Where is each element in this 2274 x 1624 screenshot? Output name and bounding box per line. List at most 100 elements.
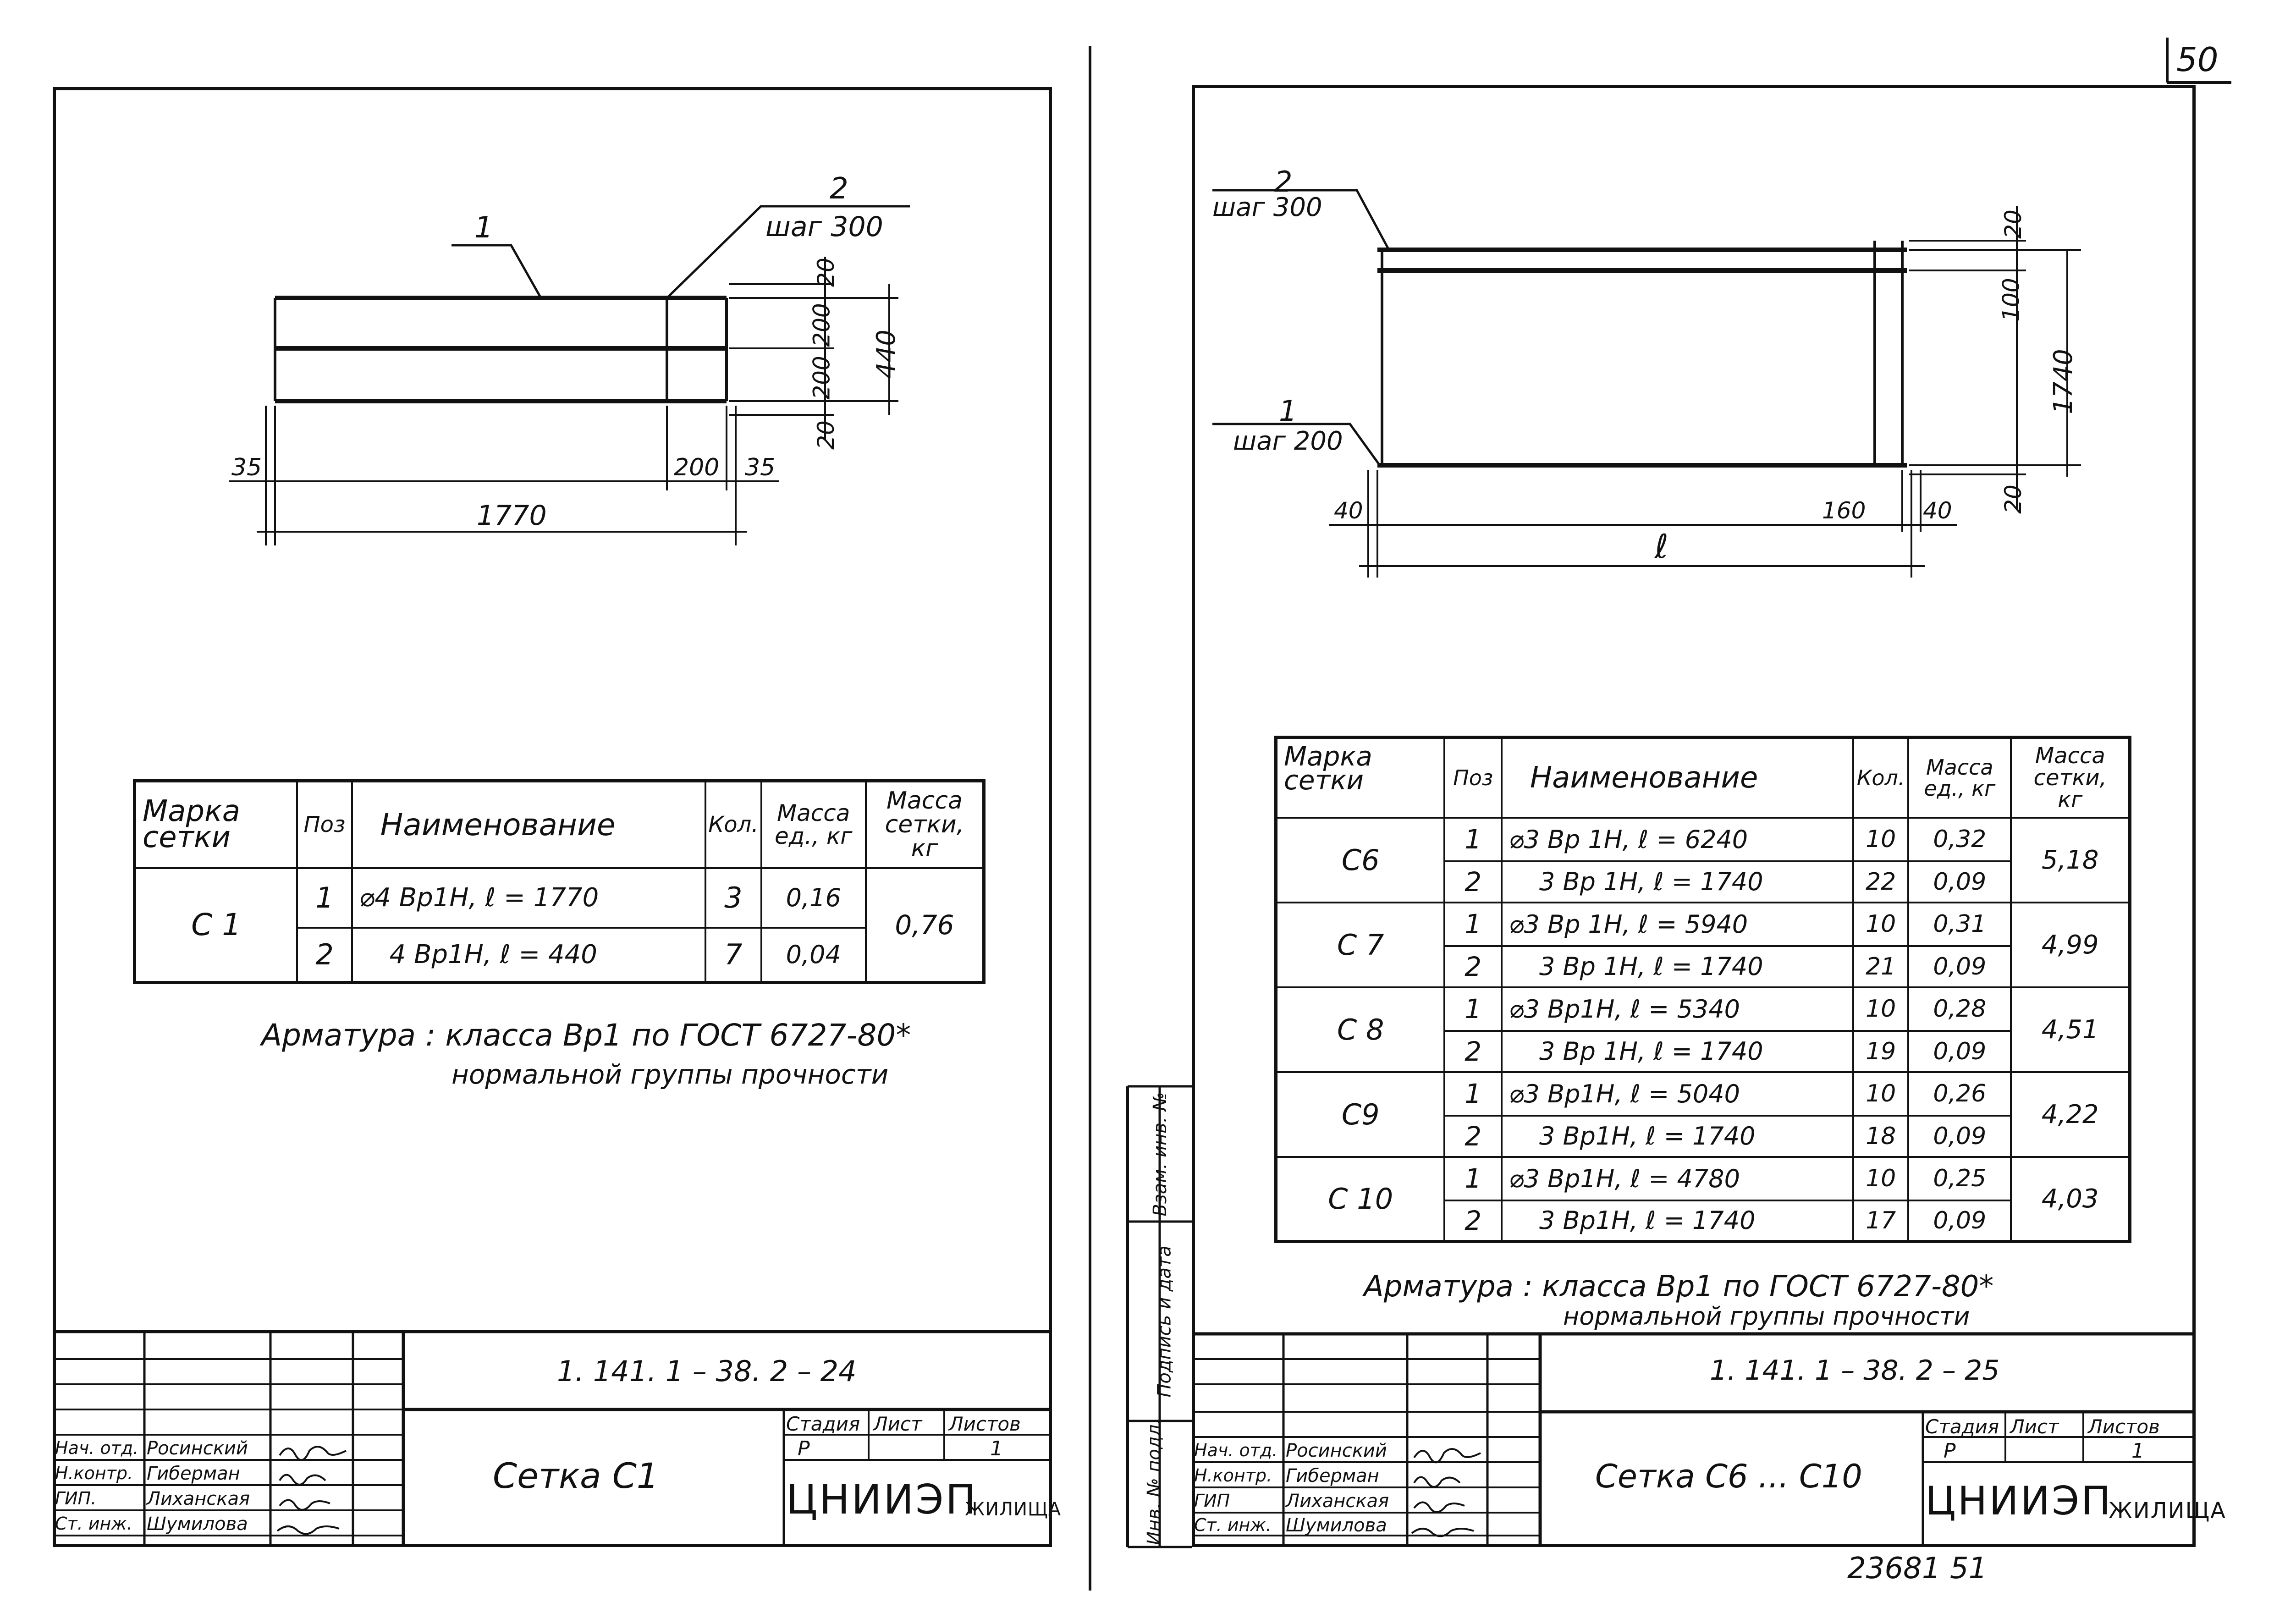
left-sheets-label: Листов [949,1413,1021,1435]
right-row-qty: 10 [1852,1156,1910,1201]
right-sheets-label: Листов [2088,1415,2160,1438]
right-row-unit-mass: 0,09 [1907,1114,2012,1158]
right-row-name: ⌀3 Вр1Н, ℓ = 5040 [1501,1071,1855,1117]
right-row-qty: 17 [1852,1199,1910,1243]
right-row-pos: 2 [1443,1199,1503,1243]
left-row-pos: 1 [296,867,353,929]
right-row-name: 3 Вр1Н, ℓ = 1740 [1501,1199,1855,1243]
left-role-3: ГИП. [55,1488,97,1508]
right-role-3: ГИП [1194,1491,1230,1511]
left-dim-35-right: 35 [745,454,776,481]
right-row-name: 3 Вр1Н, ℓ = 1740 [1501,1114,1855,1158]
right-role-1: Нач. отд. [1194,1440,1278,1460]
right-rebar-note-2: нормальной группы прочности [1563,1302,1970,1331]
left-rebar-note-2: нормальной группы прочности [451,1059,889,1090]
right-name-3: Лиханская [1286,1491,1389,1512]
right-th-mark: Марка сетки [1275,736,1446,819]
right-bar1-label: 1 [1279,394,1297,428]
right-row-unit-mass: 0,31 [1907,901,2012,947]
right-row-pos: 2 [1443,945,1503,988]
right-row-mark: С 10 [1275,1156,1446,1243]
right-row-pos: 1 [1443,1156,1503,1201]
left-name-3: Лиханская [147,1488,250,1509]
right-row-qty: 21 [1852,945,1910,988]
left-name-2: Гиберман [147,1463,240,1484]
right-th-unit-mass: Масса ед., кг [1907,736,2012,819]
right-row-unit-mass: 0,26 [1907,1071,2012,1117]
right-row-total-mass: 4,99 [2010,901,2131,988]
left-row-unit-mass: 0,16 [760,867,867,929]
page-number: 50 [2176,40,2219,79]
right-row-mark: С 8 [1275,986,1446,1073]
right-row-unit-mass: 0,09 [1907,1199,2012,1243]
left-row-qty: 7 [705,926,762,984]
left-sheets-value: 1 [990,1437,1003,1460]
right-dim-40-right: 40 [1923,497,1952,524]
right-spec-table: Марка сетки Поз Наименование Кол. Масса … [1274,736,2131,1243]
left-row-total-mass: 0,76 [864,867,985,984]
right-row-qty: 10 [1852,901,1910,947]
right-row-qty: 10 [1852,816,1910,862]
right-bar2-step: шаг 300 [1212,193,1322,222]
left-th-mark: Марка сетки [133,780,298,869]
left-th-qty: Кол. [705,780,762,869]
left-rebar-note: Арматура : класса Вр1 по ГОСТ 6727-80* [261,1018,911,1053]
left-org-name: ЦНИИЭП [786,1476,978,1523]
left-bar2-label: 2 [830,172,848,206]
right-dim-length: ℓ [1655,527,1668,566]
right-row-name: 3 Вр 1Н, ℓ = 1740 [1501,945,1855,988]
right-role-4: Ст. инж. [1194,1515,1272,1535]
right-sheet-title: Сетка С6 ... С10 [1595,1458,1862,1495]
right-th-total-mass: Масса сетки, кг [2010,736,2131,819]
right-row-qty: 10 [1852,1071,1910,1117]
right-bar1-step: шаг 200 [1233,426,1343,456]
right-row-pos: 2 [1443,1114,1503,1158]
right-row-name: ⌀3 Вр 1Н, ℓ = 6240 [1501,816,1855,862]
right-name-2: Гиберман [1286,1465,1379,1486]
left-org-suffix: ЖИЛИЩА [965,1499,1062,1520]
archive-number: 23681 51 [1847,1552,1988,1585]
right-row-unit-mass: 0,09 [1907,860,2012,903]
left-sheet-title: Сетка С1 [493,1455,659,1496]
right-row-unit-mass: 0,09 [1907,945,2012,988]
right-row-pos: 1 [1443,1071,1503,1117]
left-row-mark: С 1 [133,867,298,984]
right-row-qty: 18 [1852,1114,1910,1158]
right-row-name: ⌀3 Вр1Н, ℓ = 5340 [1501,986,1855,1032]
right-th-pos: Поз [1443,736,1503,819]
left-dim-1770: 1770 [477,500,547,532]
right-th-name: Наименование [1501,736,1855,819]
left-th-unit-mass: Масса ед., кг [760,780,867,869]
right-row-total-mass: 4,51 [2010,986,2131,1073]
right-row-pos: 2 [1443,1029,1503,1073]
left-role-4: Ст. инж. [55,1514,132,1534]
right-org-suffix: ЖИЛИЩА [2109,1498,2226,1524]
right-bar2-label: 2 [1274,165,1293,198]
left-row-pos: 2 [296,926,353,984]
right-stage-value: Р [1944,1439,1956,1463]
right-row-name: 3 Вр 1Н, ℓ = 1740 [1501,1029,1855,1073]
left-stage-label: Стадия [786,1413,860,1435]
right-row-mark: С 7 [1275,901,1446,988]
right-name-4: Шумилова [1286,1515,1387,1536]
left-bar1-label: 1 [474,211,493,245]
right-role-2: Н.контр. [1194,1465,1272,1486]
left-dim-200-step: 200 [674,454,720,481]
left-spec-table: Марка сетки Поз Наименование Кол. Масса … [133,779,986,984]
left-row-qty: 3 [705,867,762,929]
left-name-4: Шумилова [147,1514,248,1535]
right-row-qty: 22 [1852,860,1910,903]
left-name-1: Росинский [147,1438,248,1459]
left-sheet-label: Лист [873,1413,922,1435]
left-role-2: Н.контр. [55,1463,133,1483]
right-row-name: ⌀3 Вр1Н, ℓ = 4780 [1501,1156,1855,1201]
right-name-1: Росинский [1286,1440,1387,1461]
right-dim-160: 160 [1822,497,1866,524]
left-row-name: 4 Вр1Н, ℓ = 440 [351,926,707,984]
